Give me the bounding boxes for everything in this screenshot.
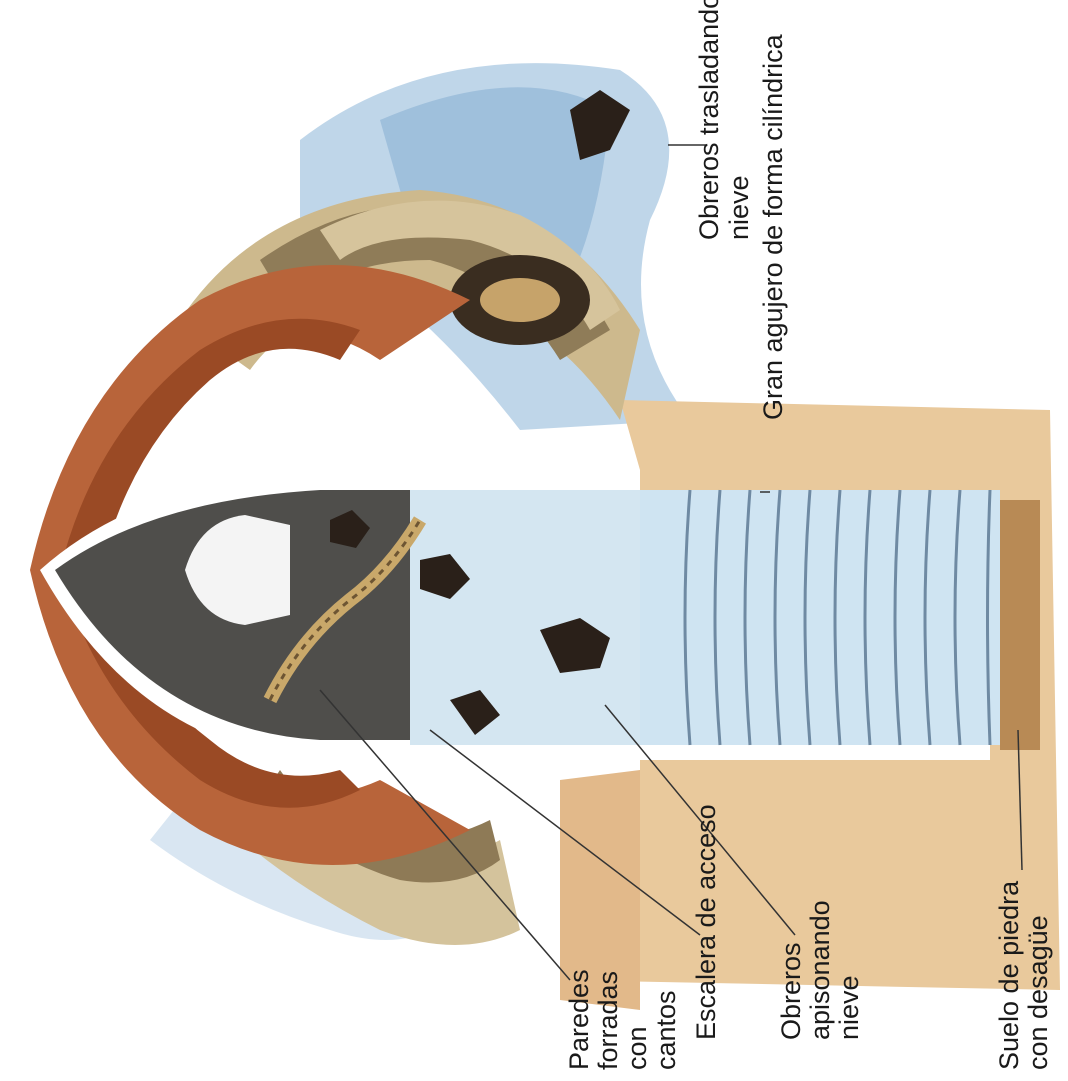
label-line: forradas [593,971,623,1070]
label-gran-agujero: Gran agujero de forma cilíndrica [758,33,788,420]
label-paredes: Paredes forradas con cantos [564,969,681,1070]
label-line: Obreros [776,942,806,1040]
label-line: cantos [651,990,681,1070]
label-line: nieve [724,175,754,240]
label-line: apisonando [805,900,835,1040]
label-obreros-trasladando: Obreros trasladando nieve [694,0,754,240]
label-line: con [622,1026,652,1070]
label-line: con desagüe [1023,915,1053,1070]
label-line: Suelo de piedra [994,880,1024,1070]
label-line: Paredes [564,969,594,1070]
label-line: nieve [834,975,864,1040]
label-line: Obreros trasladando [694,0,724,240]
label-line: Gran agujero de forma cilíndrica [758,33,788,420]
label-escalera: Escalera de acceso [691,804,721,1040]
label-line: Escalera de acceso [691,804,721,1040]
snow-shaft [410,490,1040,750]
